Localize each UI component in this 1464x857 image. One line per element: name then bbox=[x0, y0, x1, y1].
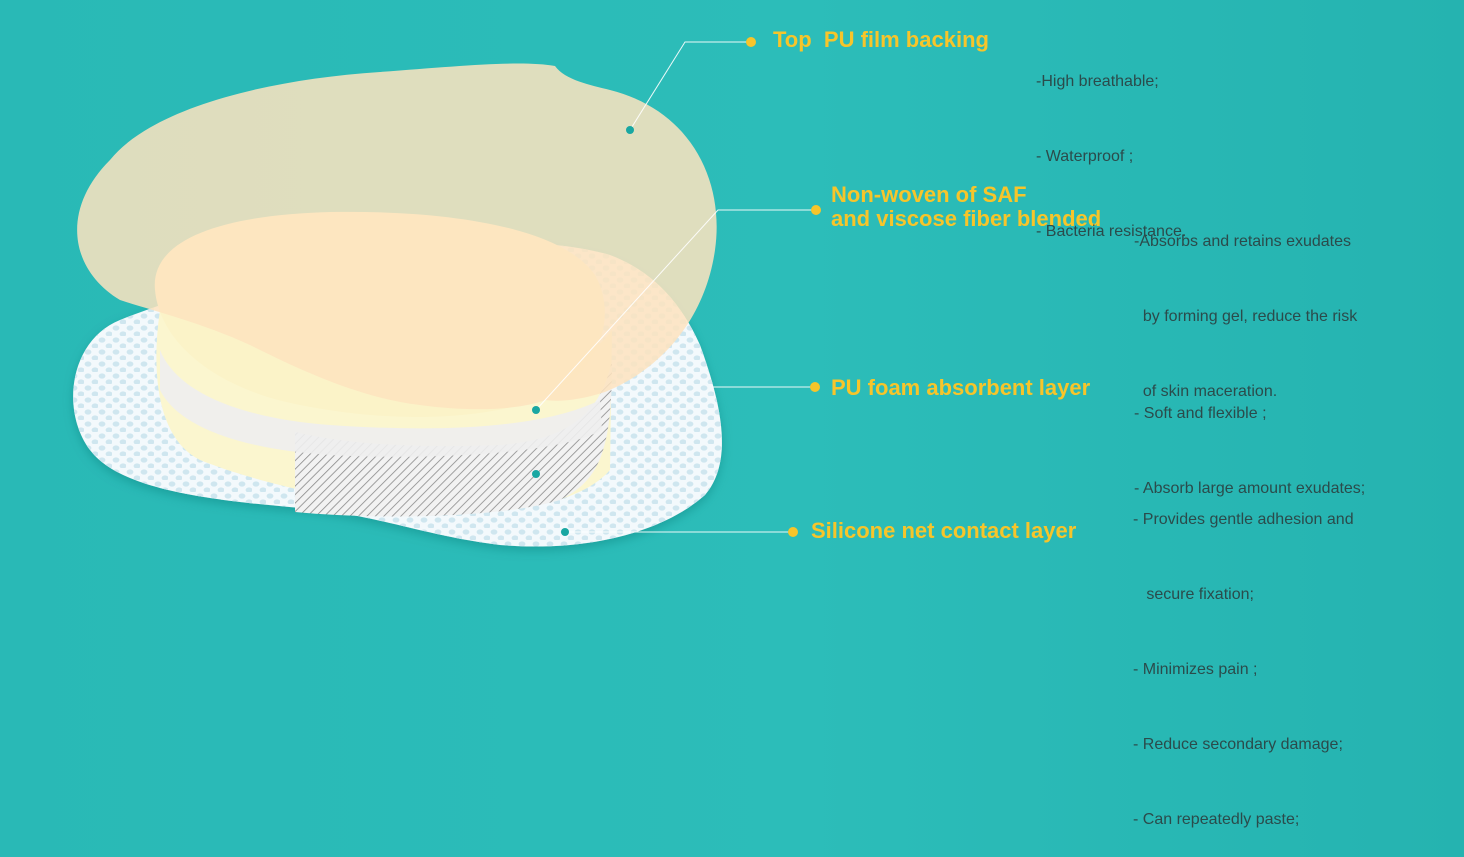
desc-top-film: -High breathable; - Waterproof ; - Bacte… bbox=[1036, 19, 1186, 269]
label-pu-foam: PU foam absorbent layer bbox=[831, 375, 1091, 400]
label-dot-silicone-net bbox=[788, 527, 798, 537]
dressing-illustration bbox=[73, 37, 821, 547]
desc-line: by forming gel, reduce the risk bbox=[1134, 308, 1358, 325]
leader-top-film bbox=[629, 41, 750, 131]
desc-line: secure fixation; bbox=[1133, 586, 1254, 603]
desc-line: - Can repeatedly paste; bbox=[1133, 811, 1300, 828]
desc-line: - Minimizes pain ; bbox=[1133, 661, 1258, 678]
desc-line: -Absorbs and retains exudates bbox=[1134, 233, 1352, 250]
label-dots bbox=[746, 37, 821, 537]
anchor-dot-nonwoven bbox=[532, 406, 540, 414]
label-dot-nonwoven bbox=[811, 205, 821, 215]
label-dot-pu-foam bbox=[810, 382, 820, 392]
desc-line: - Bacteria resistance. bbox=[1036, 223, 1187, 240]
desc-line: - Provides gentle adhesion and bbox=[1133, 511, 1354, 528]
top-film-layer-shape bbox=[77, 63, 717, 410]
anchor-dot-top-film bbox=[626, 126, 634, 134]
desc-line: - Absorb large amount exudates; bbox=[1134, 480, 1366, 497]
label-dot-top-film bbox=[746, 37, 756, 47]
anchor-dot-pu-foam bbox=[532, 470, 540, 478]
desc-pu-foam: - Soft and flexible ; - Absorb large amo… bbox=[1134, 351, 1365, 526]
desc-nonwoven: -Absorbs and retains exudates by forming… bbox=[1134, 179, 1357, 429]
label-silicone-net: Silicone net contact layer bbox=[811, 518, 1077, 543]
desc-line: - Waterproof ; bbox=[1036, 148, 1134, 165]
desc-line: -High breathable; bbox=[1036, 73, 1159, 90]
anchor-dots bbox=[532, 126, 634, 536]
desc-silicone-net: - Provides gentle adhesion and secure fi… bbox=[1133, 457, 1354, 857]
desc-line: - Reduce secondary damage; bbox=[1133, 736, 1343, 753]
desc-line: - Soft and flexible ; bbox=[1134, 405, 1267, 422]
label-top-film: Top PU film backing bbox=[773, 27, 989, 52]
leader-nonwoven bbox=[535, 209, 815, 411]
anchor-dot-silicone-net bbox=[561, 528, 569, 536]
desc-line: of skin maceration. bbox=[1134, 383, 1278, 400]
leader-lines bbox=[535, 41, 815, 533]
label-nonwoven: Non-woven of SAF and viscose fiber blend… bbox=[831, 182, 1102, 231]
